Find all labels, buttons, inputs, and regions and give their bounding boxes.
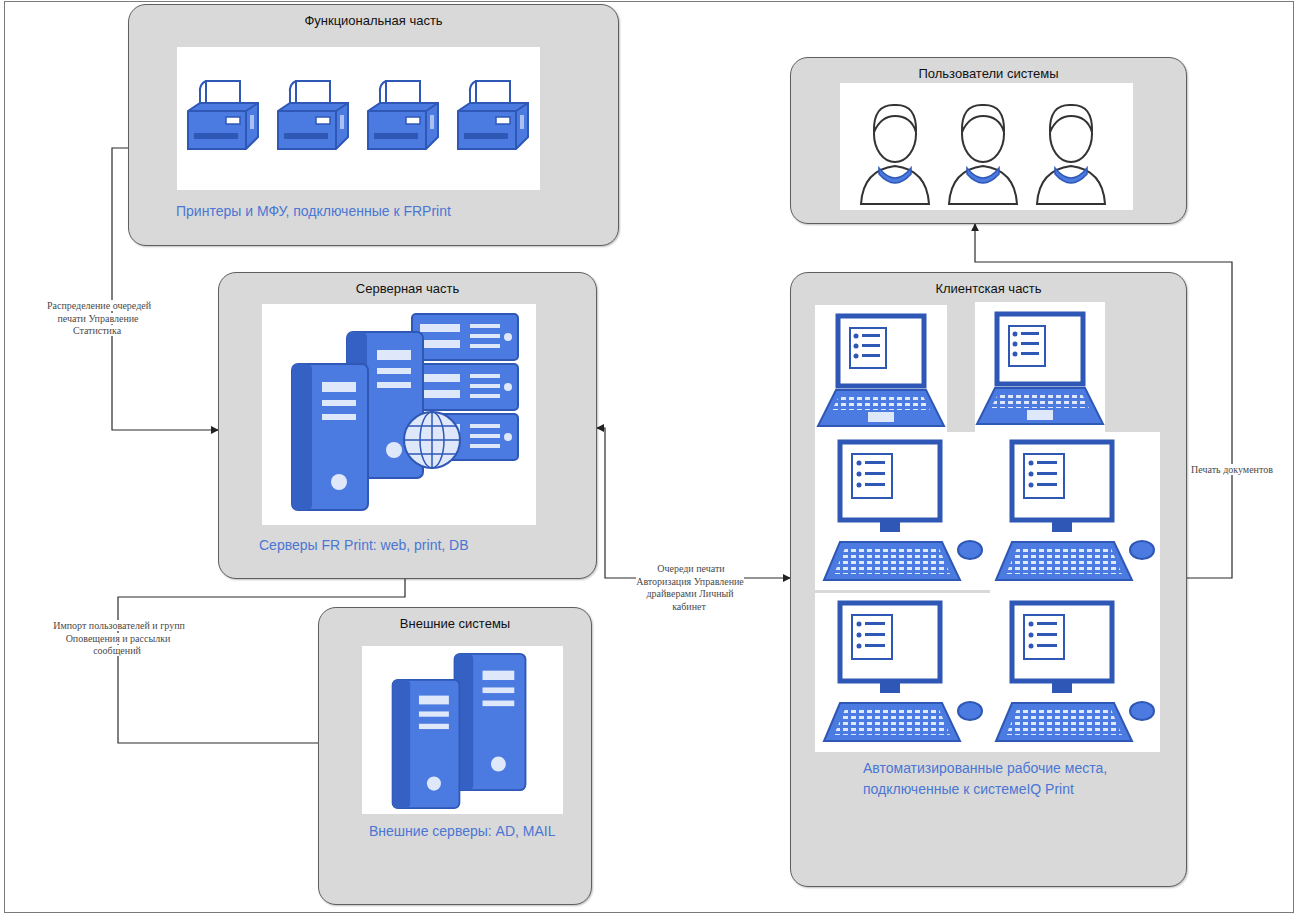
edge-label: Импорт пользователей и групп Оповещения …: [51, 620, 185, 656]
diagram-box: Клиентская частьАвтоматизированные рабоч…: [790, 272, 1187, 887]
printer-icon: [458, 81, 528, 149]
box-caption: Внешние серверы: AD, MAIL: [369, 821, 574, 842]
user-icon: [949, 105, 1017, 204]
rack-server-icon: [412, 364, 518, 410]
globe-icon: [404, 412, 460, 468]
box-caption: Автоматизированные рабочие места, подклю…: [863, 758, 1143, 800]
connector: [597, 428, 790, 578]
edge-label: Печать документов: [1189, 464, 1275, 475]
image-ground: [840, 83, 1133, 210]
desktop-icon: [824, 442, 982, 580]
edge-label: Распределение очередей печати Управление…: [45, 300, 151, 336]
desktop-icon: [824, 603, 982, 741]
printer-icon: [188, 81, 258, 149]
diagram-box: Серверная частьСерверы FR Print: web, pr…: [218, 272, 597, 579]
tower-server-icon: [347, 332, 423, 478]
rack-server-icon: [412, 414, 518, 460]
page-frame: [5, 2, 1294, 913]
box-title: Внешние системы: [319, 616, 591, 632]
diagram-box: Внешние системыВнешние серверы: AD, MAIL: [318, 607, 592, 905]
edge-label: Очереди печати Авторизация Управление др…: [636, 563, 744, 612]
tower-server-icon: [455, 654, 526, 790]
user-icon: [861, 105, 929, 204]
laptop-icon: [977, 314, 1103, 424]
printer-icon: [368, 81, 438, 149]
image-ground: [177, 47, 540, 190]
image-ground: [362, 646, 563, 814]
user-icon: [1037, 105, 1105, 204]
desktop-icon: [996, 442, 1154, 580]
image-ground: [990, 432, 1160, 590]
box-title: Клиентская часть: [791, 281, 1186, 297]
image-ground: [990, 590, 1160, 752]
tower-server-icon: [292, 364, 368, 510]
image-ground: [815, 305, 947, 437]
box-caption: Серверы FR Print: web, print, DB: [259, 535, 579, 556]
rack-server-icon: [412, 314, 518, 360]
image-ground: [262, 304, 536, 525]
box-caption: Принтеры и МФУ, подключенные к FRPrint: [176, 201, 596, 222]
image-ground: [975, 302, 1105, 437]
box-title: Функциональная часть: [129, 13, 618, 29]
diagram-box: Пользователи системы: [790, 57, 1187, 224]
tower-server-icon: [393, 680, 460, 808]
laptop-icon: [818, 316, 944, 426]
printer-icon: [278, 81, 348, 149]
diagram-box: Функциональная частьПринтеры и МФУ, подк…: [128, 4, 619, 246]
box-title: Пользователи системы: [791, 66, 1186, 82]
image-ground: [815, 593, 990, 752]
box-title: Серверная часть: [219, 281, 596, 297]
desktop-icon: [996, 603, 1154, 741]
image-ground: [815, 432, 990, 590]
